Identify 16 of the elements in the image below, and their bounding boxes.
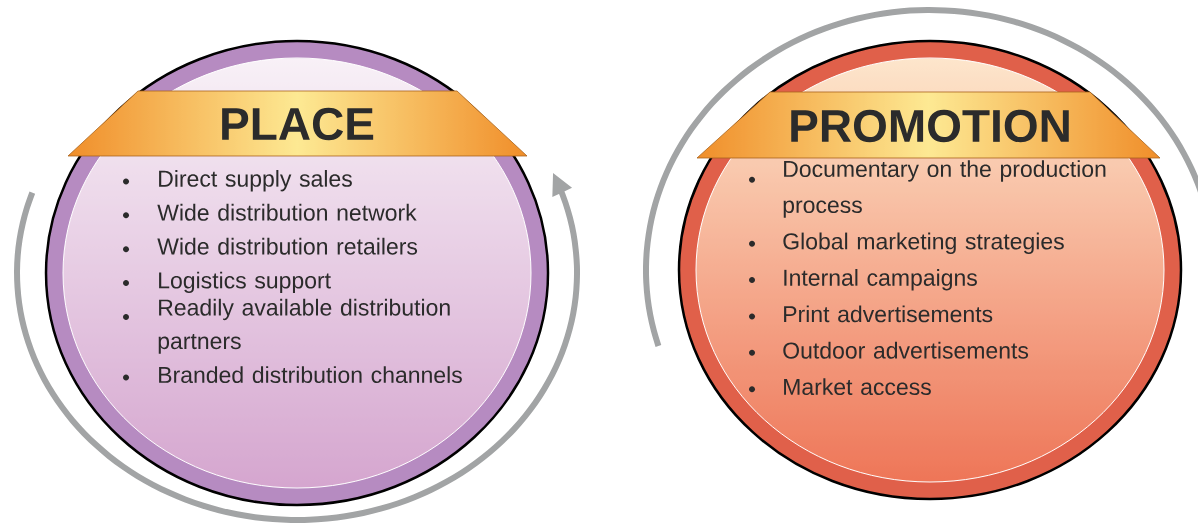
list-item: Wide distribution retailers: [123, 237, 418, 255]
list-item: Wide distribution network: [123, 203, 417, 221]
list-item: Global marketing strategies: [749, 232, 1064, 255]
list-item: Branded distribution channels: [123, 366, 462, 384]
heading-ribbon: PROMOTION: [696, 91, 1161, 159]
list-item: Internal campaigns: [749, 269, 977, 291]
list-item: Logistics support: [123, 271, 331, 294]
list-item: Direct supply sales: [123, 169, 352, 192]
heading-ribbon: PLACE: [67, 90, 528, 157]
list-item: Print advertisements: [749, 305, 993, 323]
circle-panel: [44, 39, 550, 507]
list-item: Market access: [749, 378, 931, 396]
list-item: Outdoor advertisements: [749, 341, 1029, 359]
circle-panel: [677, 39, 1183, 501]
list-item: Readily available distribution partners: [123, 298, 450, 354]
list-item: Documentary on the production process: [749, 160, 1106, 218]
